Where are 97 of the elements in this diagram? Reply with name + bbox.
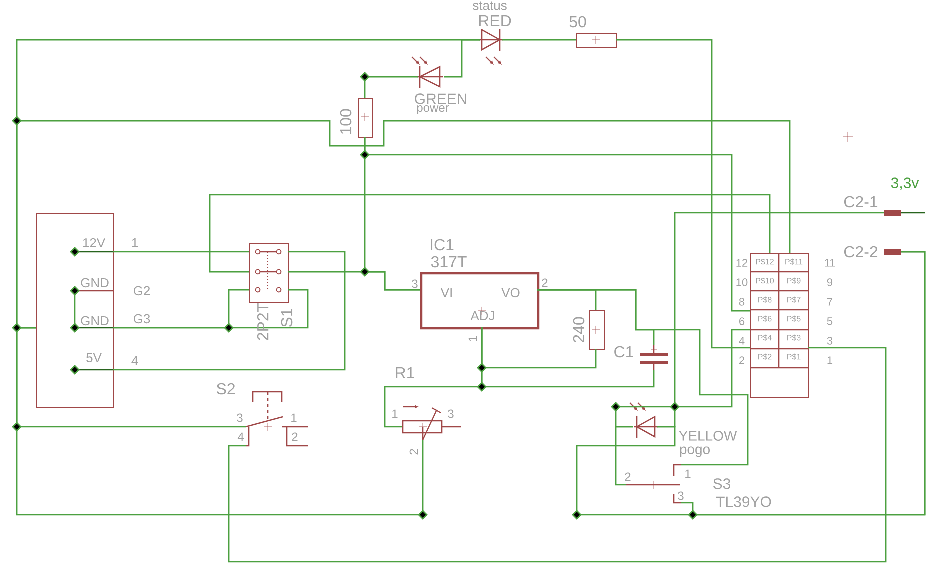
pin-number: 6 — [740, 318, 745, 326]
part-label: S1 — [281, 309, 293, 328]
connector-drawing — [36, 212, 114, 408]
pin-number: 2 — [410, 449, 418, 455]
part-label: IC1 — [431, 239, 454, 251]
part-label: TL39YO — [716, 496, 772, 508]
part-label: C2-2 — [844, 246, 878, 258]
part-label: 100 — [340, 109, 352, 134]
pin-number: 8 — [739, 298, 745, 306]
pin-name: P$12 — [756, 258, 774, 266]
part-label: YELLOW — [679, 431, 738, 441]
part-label: C2-1 — [844, 196, 878, 208]
pin-number: 3 — [412, 280, 418, 288]
part-label: 240 — [573, 317, 585, 343]
pin-name: GND — [81, 316, 109, 326]
pin-number: 3 — [827, 337, 833, 345]
pin-number: 1 — [132, 238, 138, 248]
pin-header-drawing — [750, 252, 810, 398]
pin-name: VO — [502, 288, 520, 298]
pin-name: P$10 — [756, 278, 774, 284]
resistor-drawing — [589, 310, 606, 350]
pin-number: 4 — [739, 337, 745, 345]
pin-name: P$9 — [788, 278, 801, 284]
pin-number: 4 — [238, 432, 244, 442]
wire — [537, 289, 749, 466]
wire — [681, 251, 926, 516]
part-label: C1 — [614, 346, 634, 358]
pin-name: P$7 — [788, 296, 801, 304]
resistor-drawing — [576, 32, 618, 48]
pin-number: 2 — [625, 472, 631, 482]
regulator-drawing — [420, 272, 540, 330]
wire — [288, 271, 420, 291]
pin-name: P$4 — [758, 334, 772, 342]
pin-name: P$5 — [788, 316, 801, 322]
wire — [384, 326, 483, 428]
pin-number: 3 — [237, 414, 243, 422]
part-label: 50 — [570, 16, 586, 28]
pin-number: 1 — [468, 336, 478, 342]
pin-number: 1 — [686, 470, 691, 478]
pin-number: 1 — [828, 356, 833, 364]
wire — [615, 329, 750, 428]
pin-name: P$6 — [758, 316, 772, 322]
pin-name: GND — [81, 278, 109, 288]
led-drawing — [479, 28, 503, 64]
pin-name: P$3 — [788, 334, 801, 342]
pin-number: 12 — [736, 259, 748, 267]
part-label: S3 — [714, 478, 731, 490]
wire — [364, 76, 418, 98]
capacitor-drawing — [638, 344, 670, 371]
part-label: RED — [479, 15, 512, 26]
wire — [113, 251, 346, 371]
push-switch-drawing — [246, 391, 309, 447]
wire — [16, 327, 246, 428]
pin-number: 2 — [292, 432, 298, 442]
wire — [113, 289, 309, 329]
pin-name: P$11 — [786, 258, 803, 266]
pin-number: 11 — [825, 259, 836, 267]
pin-number: G2 — [134, 286, 150, 296]
wire — [209, 194, 771, 273]
part-label: status — [473, 2, 507, 10]
wire — [502, 39, 576, 41]
pin-name: 5V — [86, 353, 102, 363]
pin-number: 4 — [132, 356, 138, 366]
pin-name: 12V — [83, 238, 106, 248]
pad-drawing — [884, 210, 925, 216]
pin-number: 9 — [827, 278, 833, 286]
pin-number: 3 — [448, 410, 454, 418]
wire — [616, 39, 750, 349]
pin-name: ADJ — [470, 311, 494, 321]
slide-switch-drawing — [249, 242, 290, 304]
voltage-label: 3,3v — [891, 178, 920, 190]
wire — [113, 251, 249, 253]
pin-number: G3 — [134, 314, 150, 324]
part-label: R1 — [396, 367, 414, 378]
pin-name: P$1 — [788, 354, 801, 360]
pin-name: VI — [440, 288, 452, 298]
part-label: GREEN — [415, 94, 466, 104]
pin-number: 5 — [827, 318, 833, 326]
potentiometer-drawing — [402, 405, 462, 441]
wire — [444, 39, 480, 78]
pin-number: 2 — [740, 356, 745, 364]
pin-number: 10 — [736, 278, 748, 286]
pin-name: P$2 — [758, 354, 772, 360]
wire — [615, 426, 633, 486]
pin-number: 3 — [678, 492, 684, 500]
pin-number: 7 — [828, 298, 833, 306]
pin-number: 1 — [392, 410, 398, 418]
part-label: power — [417, 106, 450, 114]
part-label: 317T — [431, 256, 467, 268]
resistor-drawing — [358, 98, 374, 138]
part-label: 2P2T — [257, 303, 269, 340]
part-label: pogo — [680, 446, 710, 458]
pin-name: P$8 — [758, 296, 772, 304]
pin-number: 1 — [292, 414, 297, 422]
wire — [228, 347, 887, 563]
part-label: S2 — [216, 383, 235, 395]
pin-number: 2 — [542, 278, 548, 288]
